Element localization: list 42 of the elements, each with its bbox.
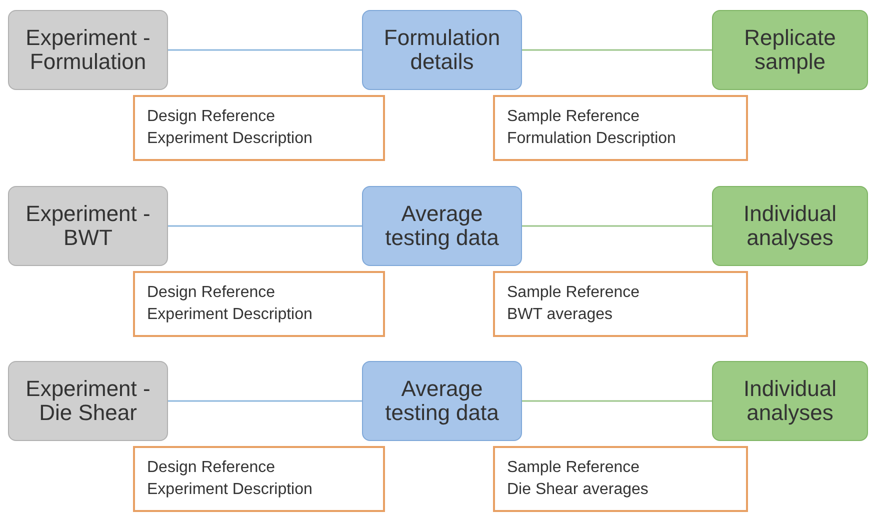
connector-line xyxy=(522,400,712,402)
note-box xyxy=(133,95,385,161)
connector-line xyxy=(168,400,362,402)
note-text: Die Shear averages xyxy=(507,481,650,499)
connector-line xyxy=(168,49,362,51)
box-label: Average testing data xyxy=(384,376,500,426)
note-text: Design Reference xyxy=(147,459,276,477)
note-text: Sample Reference xyxy=(507,108,641,126)
note-text: Experiment Description xyxy=(147,306,314,324)
connector-line xyxy=(522,49,712,51)
process-box xyxy=(712,186,868,266)
note-text: BWT averages xyxy=(507,306,614,324)
process-box xyxy=(8,361,168,441)
note-box xyxy=(493,446,748,512)
box-label: Experiment - Die Shear xyxy=(24,376,152,426)
note-text: Formulation Description xyxy=(507,130,677,148)
process-box xyxy=(362,10,522,90)
note-text: Design Reference xyxy=(147,284,276,302)
box-label: Replicate sample xyxy=(743,26,837,74)
box-label: Individual analyses xyxy=(742,202,838,250)
process-box xyxy=(712,10,868,90)
box-label: Experiment - Formulation xyxy=(24,26,152,74)
note-box xyxy=(133,271,385,337)
note-box xyxy=(133,446,385,512)
box-label: Individual analyses xyxy=(742,376,838,426)
process-box xyxy=(362,186,522,266)
process-box xyxy=(8,186,168,266)
process-box xyxy=(8,10,168,90)
note-text: Sample Reference xyxy=(507,459,641,477)
box-label: Experiment - BWT xyxy=(24,202,152,250)
box-label: Average testing data xyxy=(384,202,500,250)
process-box xyxy=(712,361,868,441)
note-box xyxy=(493,271,748,337)
note-text: Sample Reference xyxy=(507,284,641,302)
process-box xyxy=(362,361,522,441)
note-text: Experiment Description xyxy=(147,481,314,499)
connector-line xyxy=(522,225,712,227)
note-text: Design Reference xyxy=(147,108,276,126)
note-text: Experiment Description xyxy=(147,130,314,148)
note-box xyxy=(493,95,748,161)
connector-line xyxy=(168,225,362,227)
box-label: Formulation details xyxy=(382,26,502,74)
